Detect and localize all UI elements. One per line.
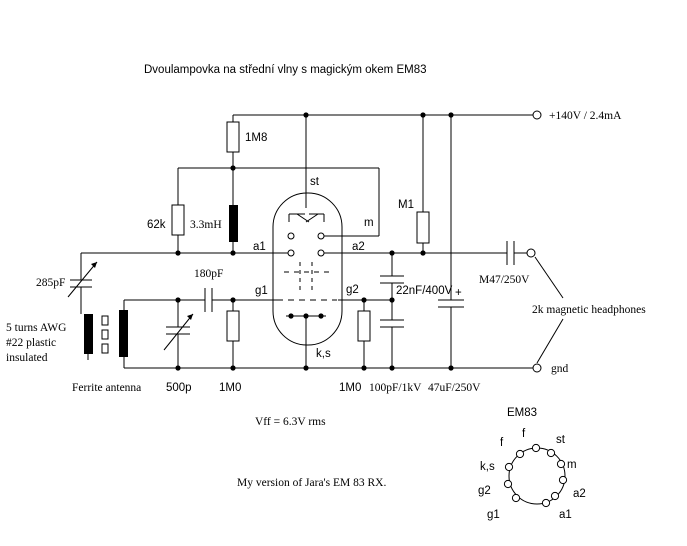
capacitor-m47-label: M47/250V xyxy=(479,274,530,286)
pinout-title: EM83 xyxy=(507,407,537,419)
resistor-62k xyxy=(171,204,185,256)
em83-tube xyxy=(272,115,380,368)
pinout-a2: a2 xyxy=(573,488,586,500)
capacitor-m47 xyxy=(506,241,536,265)
supply-rail xyxy=(233,110,542,120)
headphone-terminal-top xyxy=(526,248,536,258)
capacitor-100pf-label: 100pF/1kV xyxy=(369,382,422,394)
tube-m-label: m xyxy=(364,217,374,229)
resistor-m1-label: M1 xyxy=(398,199,414,211)
credit-note: My version of Jara's EM 83 RX. xyxy=(237,477,386,489)
coil-label-line1: 5 turns AWG xyxy=(6,322,66,334)
resistor-1m8 xyxy=(226,115,240,171)
coil-label-line3: insulated xyxy=(6,352,48,364)
resistor-m1 xyxy=(416,115,430,256)
tube-ks-label: k,s xyxy=(316,348,331,360)
choke-label: 3.3mH xyxy=(190,219,222,231)
tube-st-label: st xyxy=(310,176,320,188)
resistor-62k-label: 62k xyxy=(147,219,166,231)
pinout-f-left: f xyxy=(500,437,504,449)
resistor-1m0-left xyxy=(226,300,240,368)
pinout-g1: g1 xyxy=(487,509,500,521)
ground-terminal xyxy=(532,363,542,373)
supply-terminal xyxy=(532,110,542,120)
tube-g1-label: g1 xyxy=(255,285,268,297)
capacitor-180pf-label: 180pF xyxy=(194,268,223,280)
headphones-label: 2k magnetic headphones xyxy=(532,304,646,316)
capacitor-plus-label: + xyxy=(455,287,462,299)
pinout-g2: g2 xyxy=(478,485,491,497)
heater-voltage-label: Vff = 6.3V rms xyxy=(255,416,326,428)
capacitor-500p-label: 500p xyxy=(166,382,192,394)
supply-voltage-label: +140V / 2.4mA xyxy=(549,110,622,122)
choke-3m3h xyxy=(229,168,238,256)
ferrite-antenna xyxy=(84,300,128,368)
resistor-1m0-left-label: 1M0 xyxy=(219,382,241,394)
pinout-m: m xyxy=(567,459,577,471)
pinout-ks: k,s xyxy=(480,461,495,473)
ground-rail xyxy=(124,363,542,373)
capacitor-285pf xyxy=(67,253,98,314)
capacitor-22nf-label: 22nF/400V xyxy=(396,285,453,297)
capacitor-285pf-label: 285pF xyxy=(36,277,65,289)
pinout-st: st xyxy=(556,434,566,446)
capacitor-100pf xyxy=(380,297,404,371)
pinout-a1: a1 xyxy=(559,509,572,521)
capacitor-500p xyxy=(163,300,194,368)
tube-a1-label: a1 xyxy=(253,241,266,253)
tube-g2-label: g2 xyxy=(346,284,359,296)
capacitor-47uf xyxy=(438,115,464,371)
ferrite-label: Ferrite antenna xyxy=(72,382,141,394)
tube-a2-label: a2 xyxy=(352,241,365,253)
resistor-1m0-right xyxy=(357,300,371,371)
capacitor-47uf-label: 47uF/250V xyxy=(428,382,481,394)
grid1-input xyxy=(124,288,277,312)
ground-label: gnd xyxy=(551,363,569,375)
pinout-f-top: f xyxy=(522,428,526,440)
coil-label-line2: #22 plastic xyxy=(6,337,56,349)
resistor-1m8-label: 1M8 xyxy=(245,132,267,144)
em83-pinout: EM83 f f st m k,s a2 g2 g1 a1 xyxy=(478,407,586,521)
diagram-title: Dvoulampovka na střední vlny s magickým … xyxy=(144,64,427,76)
capacitor-22nf xyxy=(338,253,404,303)
resistor-1m0-right-label: 1M0 xyxy=(339,382,361,394)
